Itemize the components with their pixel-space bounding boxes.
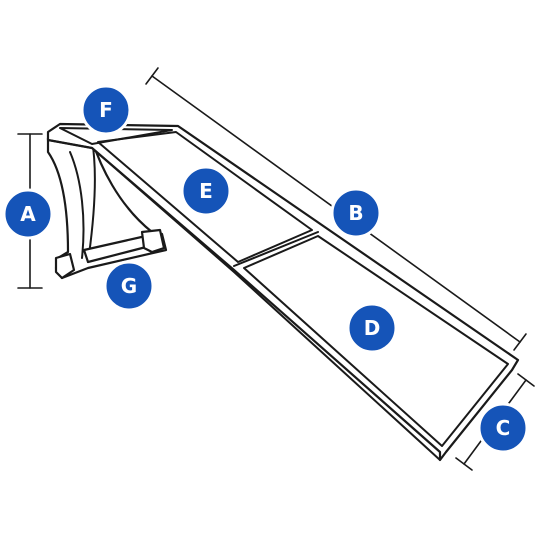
badge-f-label: F — [99, 98, 113, 122]
foot-left — [54, 252, 76, 280]
badge-d-label: D — [364, 316, 381, 340]
badge-g: G — [103, 260, 155, 312]
badge-c: C — [477, 402, 529, 454]
badge-a-label: A — [20, 202, 36, 226]
ramp-deck-edge — [47, 139, 441, 461]
upper-traction-pad — [97, 131, 313, 263]
badge-c-label: C — [496, 416, 511, 440]
badge-e: E — [180, 165, 232, 217]
badge-g-label: G — [121, 274, 137, 298]
ramp — [46, 122, 520, 462]
badge-d: D — [346, 302, 398, 354]
support-leg-arch — [69, 151, 85, 259]
badge-b-label: B — [348, 201, 363, 225]
badge-a: A — [2, 188, 54, 240]
foot-right — [140, 228, 166, 254]
pad-seam — [233, 231, 319, 267]
lower-traction-pad — [243, 235, 509, 447]
badge-f: F — [80, 84, 132, 136]
badge-e-label: E — [199, 179, 213, 203]
badge-b: B — [330, 187, 382, 239]
